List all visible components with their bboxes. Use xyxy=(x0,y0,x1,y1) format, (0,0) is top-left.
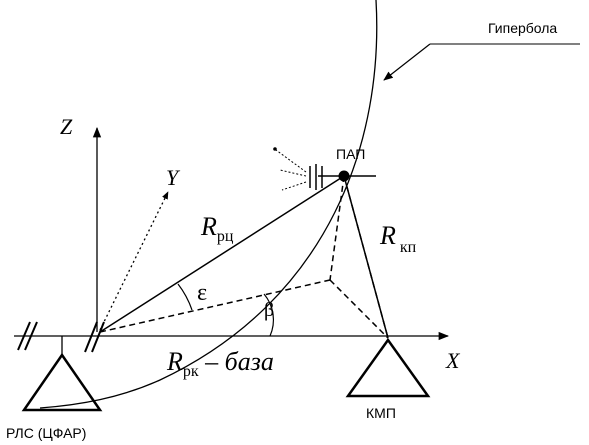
hyperbola-label: Гипербола xyxy=(488,20,557,36)
z-axis-label: Z xyxy=(60,114,73,139)
pap-label: ПАП xyxy=(336,146,365,162)
epsilon-arc xyxy=(177,283,193,311)
pap-signal-dot xyxy=(273,147,277,151)
rls-triangle xyxy=(21,352,103,412)
pap-antenna-icon xyxy=(309,164,323,190)
r-rc-label: Rрц xyxy=(200,212,234,245)
beta-label: β xyxy=(264,299,274,321)
y-axis-label: Y xyxy=(166,165,181,190)
projection-dashed-lines xyxy=(99,175,389,339)
beta-arc xyxy=(263,293,274,337)
x-axis-label: X xyxy=(445,348,461,373)
kmp-label: КМП xyxy=(366,405,396,421)
rls-label: РЛС (ЦФАР) xyxy=(6,425,86,441)
baseline-break-marks xyxy=(17,321,105,353)
epsilon-label: ε xyxy=(197,280,207,306)
kmp-triangle xyxy=(345,337,431,398)
y-axis xyxy=(99,191,169,331)
pap-signal-rays xyxy=(275,149,307,191)
r-rk-baza-label: Rрк – база xyxy=(166,347,274,380)
hyperbola-callout-arrow xyxy=(383,43,431,81)
r-rc-line xyxy=(99,175,345,333)
